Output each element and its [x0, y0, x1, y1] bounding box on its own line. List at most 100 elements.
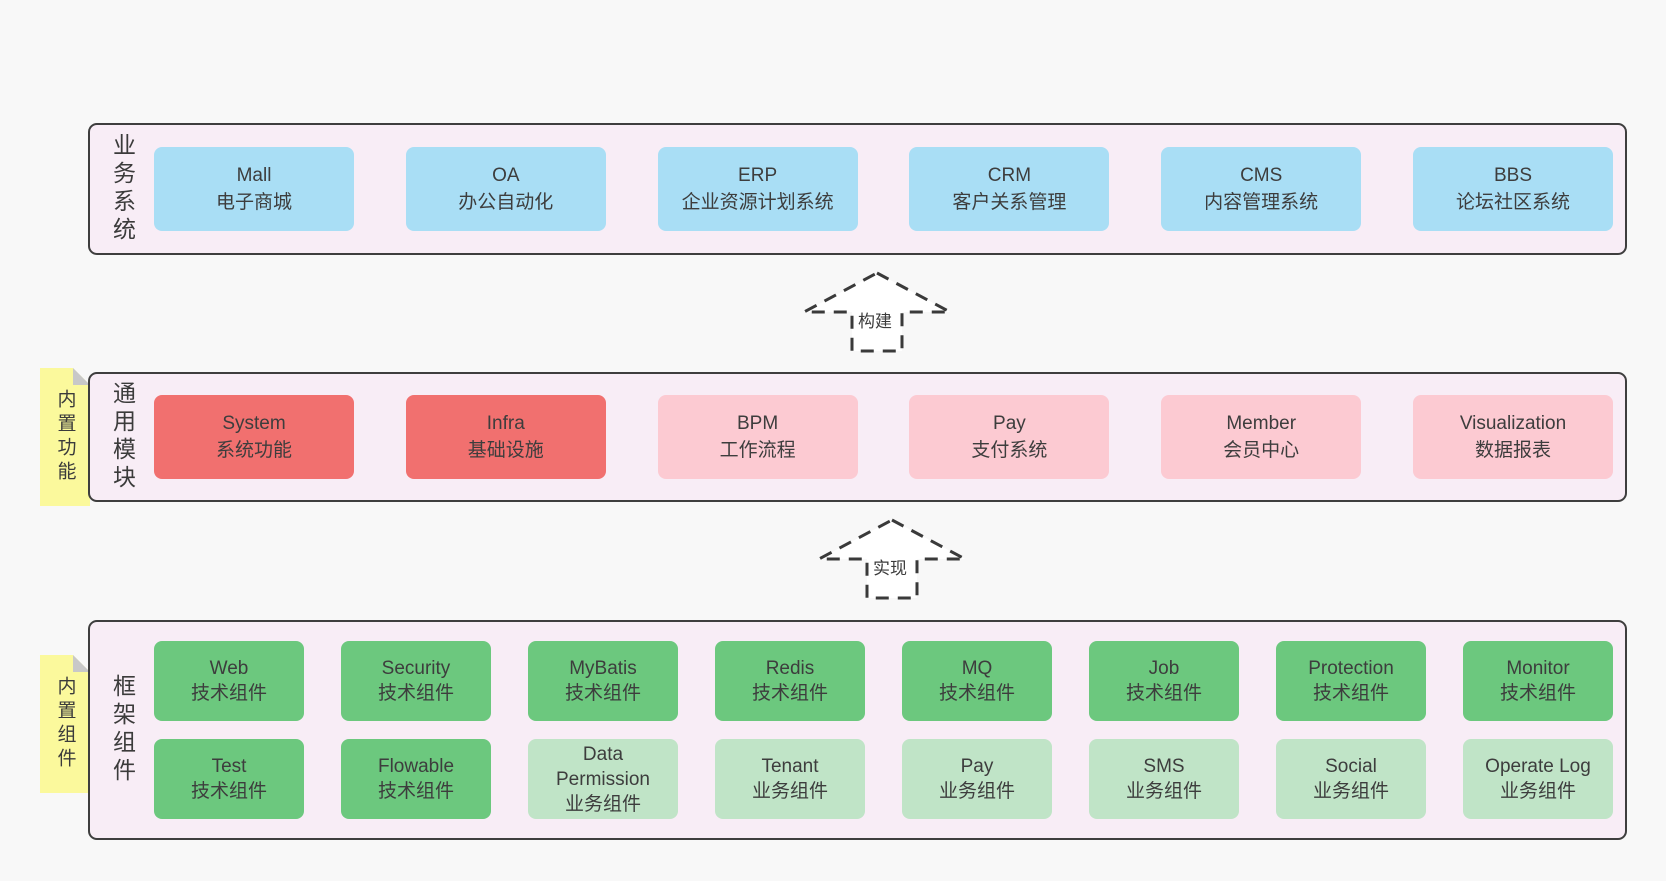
- box-erp: ERP 企业资源计划系统: [657, 147, 858, 231]
- box-subtitle: 企业资源计划系统: [681, 192, 834, 213]
- box-subtitle: 业务组件: [1125, 781, 1202, 803]
- sticky-note-label: 内置功能: [54, 389, 76, 485]
- box-data-permission: Data Permission 业务组件: [528, 739, 678, 820]
- box-flowable: Flowable 技术组件: [341, 739, 491, 820]
- box-sms: SMS 业务组件: [1089, 739, 1239, 820]
- box-title: Visualization: [1459, 413, 1567, 434]
- box-subtitle: 业务组件: [1499, 781, 1576, 803]
- box-subtitle: 技术组件: [377, 682, 454, 704]
- box-subtitle: 技术组件: [938, 682, 1015, 704]
- box-title: Monitor: [1506, 657, 1570, 679]
- box-title: BBS: [1493, 165, 1532, 186]
- layer-label: 通用模块: [109, 381, 136, 493]
- box-title: CRM: [987, 165, 1032, 186]
- box-title: Redis: [765, 657, 815, 679]
- box-title: Pay: [993, 413, 1026, 434]
- box-operate-log: Operate Log 业务组件: [1463, 739, 1613, 820]
- implement-arrow-label: 实现: [870, 554, 910, 579]
- sticky-note-label: 内置组件: [54, 676, 76, 772]
- box-mq: MQ 技术组件: [902, 640, 1052, 721]
- implement-arrow: 实现: [817, 518, 967, 600]
- box-title: Web: [209, 657, 249, 679]
- box-subtitle: 业务组件: [564, 793, 641, 815]
- box-system: System 系统功能: [154, 395, 354, 479]
- box-test: Test 技术组件: [154, 739, 304, 820]
- box-subtitle: 技术组件: [1312, 682, 1389, 704]
- box-infra: Infra 基础设施: [405, 395, 606, 479]
- sticky-note-built-in-features: 内置功能: [40, 368, 90, 506]
- box-title: Security: [381, 657, 451, 679]
- box-title: OA: [492, 165, 520, 186]
- box-subtitle: 支付系统: [971, 440, 1048, 461]
- box-subtitle: 工作流程: [719, 440, 796, 461]
- sticky-fold-icon: [73, 368, 90, 385]
- box-title: BPM: [737, 413, 779, 434]
- box-subtitle: 论坛社区系统: [1455, 192, 1570, 213]
- box-subtitle: 基础设施: [467, 440, 544, 461]
- box-tenant: Tenant 业务组件: [715, 739, 865, 820]
- box-subtitle: 技术组件: [377, 781, 454, 803]
- box-title: SMS: [1143, 756, 1185, 778]
- box-title: MQ: [961, 657, 993, 679]
- box-pay: Pay 支付系统: [909, 395, 1110, 479]
- box-visualization: Visualization 数据报表: [1412, 395, 1613, 479]
- box-subtitle: 技术组件: [564, 682, 641, 704]
- box-web: Web 技术组件: [154, 640, 304, 721]
- box-title: Flowable: [377, 756, 455, 778]
- box-cms: CMS 内容管理系统: [1161, 147, 1362, 231]
- box-subtitle: 技术组件: [190, 781, 267, 803]
- box-title: Infra: [486, 413, 525, 434]
- box-title: Member: [1226, 413, 1297, 434]
- sticky-fold-icon: [73, 655, 90, 672]
- box-title: ERP: [738, 165, 778, 186]
- box-subtitle: 会员中心: [1223, 440, 1300, 461]
- layer-common-modules: 通用模块 System 系统功能 Infra 基础设施 BPM 工作流程 Pay 支付系统 Me…: [88, 372, 1627, 502]
- box-protection: Protection 技术组件: [1276, 640, 1426, 721]
- box-subtitle: 技术组件: [1499, 682, 1576, 704]
- layer-label: 业务系统: [109, 133, 136, 245]
- box-mall: Mall 电子商城: [154, 147, 354, 231]
- box-subtitle: 办公自动化: [458, 192, 554, 213]
- box-monitor: Monitor 技术组件: [1463, 640, 1613, 721]
- box-title: Social: [1325, 756, 1377, 778]
- box-subtitle: 内容管理系统: [1204, 192, 1319, 213]
- box-member: Member 会员中心: [1161, 395, 1362, 479]
- sticky-note-built-in-components: 内置组件: [40, 655, 90, 793]
- box-title: Tenant: [761, 756, 819, 778]
- box-job: Job 技术组件: [1089, 640, 1239, 721]
- box-title: Operate Log: [1485, 756, 1591, 778]
- box-row: System 系统功能 Infra 基础设施 BPM 工作流程 Pay 支付系统 Member 会…: [154, 395, 1613, 479]
- box-title: Protection: [1308, 657, 1394, 679]
- box-title: Job: [1148, 657, 1180, 679]
- box-title: Data Permission: [556, 743, 650, 790]
- box-pay: Pay 业务组件: [902, 739, 1052, 820]
- box-subtitle: 技术组件: [190, 682, 267, 704]
- box-subtitle: 技术组件: [1125, 682, 1202, 704]
- box-subtitle: 电子商城: [215, 192, 292, 213]
- box-subtitle: 系统功能: [215, 440, 292, 461]
- box-subtitle: 业务组件: [751, 781, 828, 803]
- box-title: Test: [211, 756, 247, 778]
- box-title: System: [222, 413, 286, 434]
- box-title: CMS: [1240, 165, 1283, 186]
- box-title: Mall: [236, 165, 272, 186]
- box-title: Pay: [960, 756, 994, 778]
- build-arrow: 构建: [802, 271, 952, 353]
- build-arrow-label: 构建: [855, 307, 895, 332]
- layer-label: 框架组件: [109, 674, 136, 786]
- box-bpm: BPM 工作流程: [657, 395, 858, 479]
- box-subtitle: 业务组件: [938, 781, 1015, 803]
- box-bbs: BBS 论坛社区系统: [1412, 147, 1613, 231]
- box-subtitle: 数据报表: [1474, 440, 1551, 461]
